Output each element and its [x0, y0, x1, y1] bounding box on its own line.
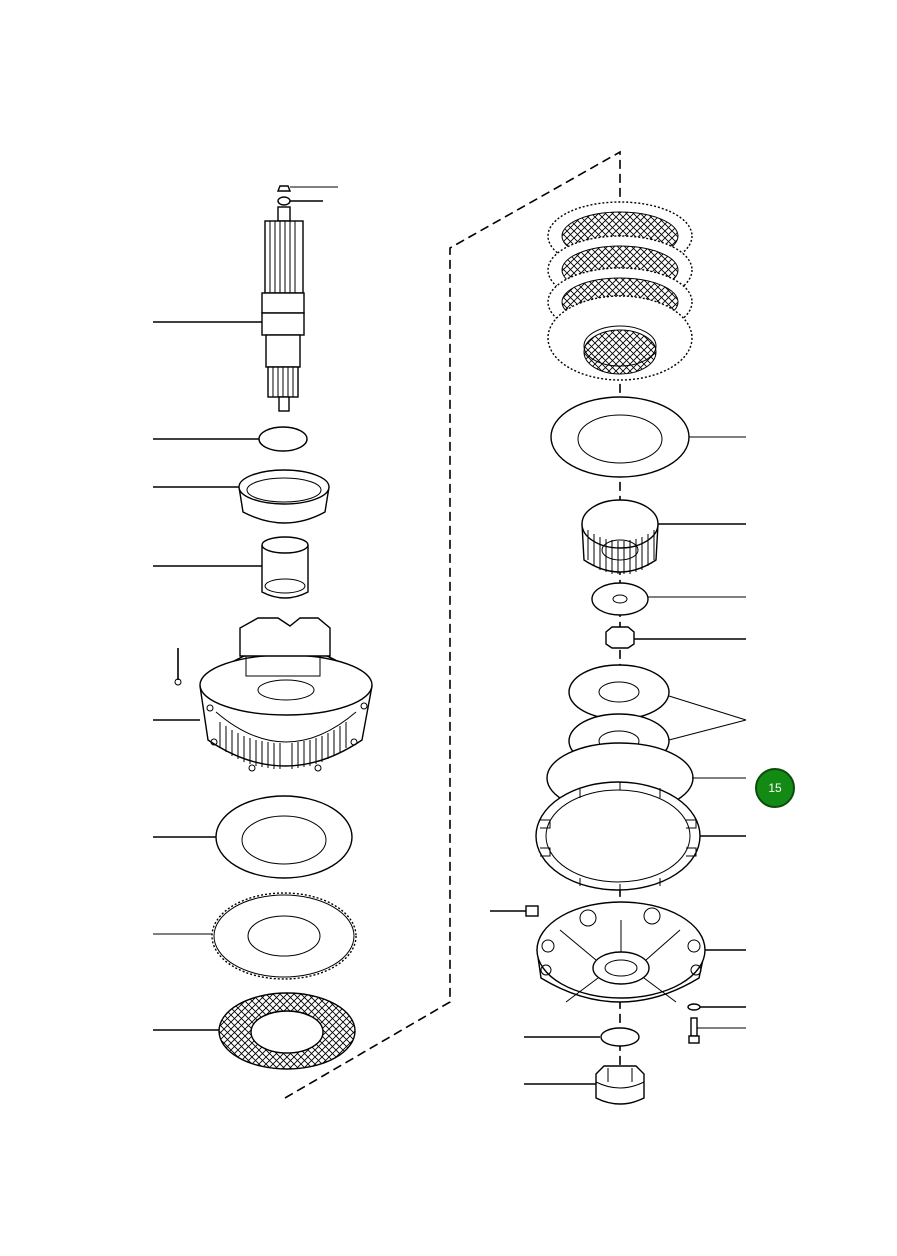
leader-line — [668, 719, 747, 741]
sun-gear-shaft-part — [153, 206, 305, 412]
leader-line — [668, 695, 747, 721]
carrier-cover-part — [536, 901, 746, 1003]
shaft-nut-part — [276, 185, 338, 206]
brake-plate-part — [153, 795, 353, 879]
washer-part — [687, 1003, 746, 1011]
friction-disc-part — [153, 992, 356, 1070]
thrust-washer-part — [591, 582, 746, 616]
item-number-hotspot[interactable]: 15 — [755, 768, 795, 808]
planet-gear-part — [581, 499, 746, 574]
drain-plug-part — [524, 1065, 645, 1105]
plug-screw-part — [490, 905, 539, 917]
small-o-ring-part — [524, 1027, 640, 1047]
ring-gear-housing-part — [153, 617, 373, 772]
bearing-cup-part — [153, 469, 330, 524]
disc-stack-part — [547, 201, 693, 381]
item-number-label: 15 — [768, 781, 782, 795]
slotted-ring-part — [535, 781, 746, 891]
hex-nut-part — [605, 626, 746, 649]
bolt-part — [688, 1017, 746, 1044]
pressure-plate-part — [550, 396, 746, 478]
assembly-dashed-connector — [284, 150, 621, 1099]
steel-disc-part — [153, 892, 357, 980]
o-ring-part — [153, 426, 308, 452]
bushing-part — [153, 536, 309, 599]
